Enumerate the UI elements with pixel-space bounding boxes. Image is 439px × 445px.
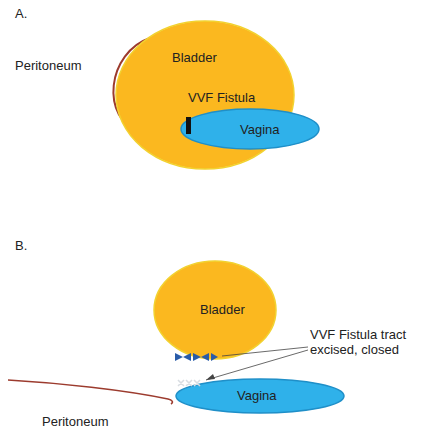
node-label: Bladder [172,50,217,65]
node-label: Vagina [237,388,277,403]
leader-arrowhead [206,374,215,380]
node-label: Vagina [240,122,280,137]
vagina-shape: Vagina [180,108,320,150]
fistula-tract [186,117,191,134]
peritoneum-line [8,380,172,404]
annotation-label: VVF Fistula tract excised, closed [310,327,422,357]
annotation-label: A. [15,6,27,21]
annotation-label: VVF Fistula [188,90,255,105]
annotation-label: Peritoneum [15,58,81,73]
annotation-label: Peritoneum [42,414,108,429]
annotation-label: B. [15,238,27,253]
bladder-shape: Bladder [153,260,277,360]
node-label: Bladder [200,302,245,317]
vagina-shape: Vagina [175,378,345,414]
